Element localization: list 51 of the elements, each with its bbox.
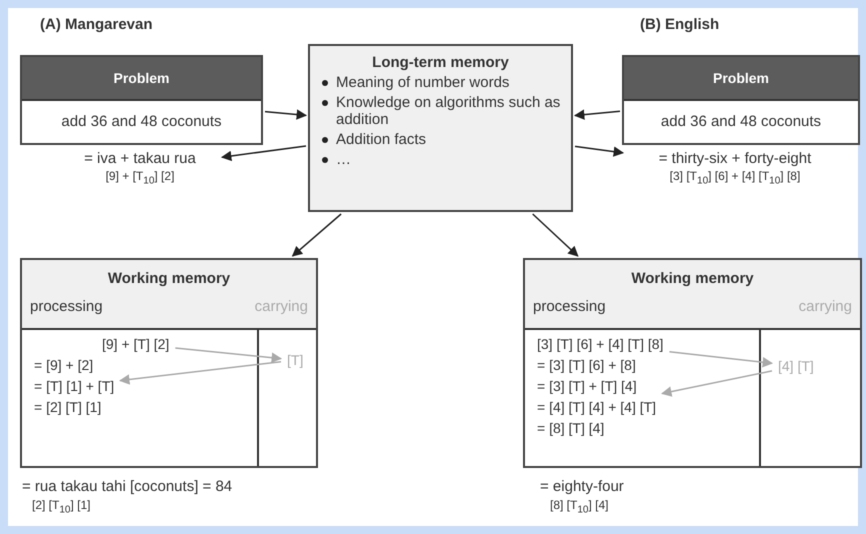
calculation-line: = [9] + [2] [34,357,94,373]
panel-title: Working memory [106,270,232,287]
calculation-line: = [2] [T] [1] [34,399,102,415]
calculation-line: = [8] [T] [4] [537,420,604,436]
column-heading: processing [30,298,103,315]
column-heading: carrying [254,298,308,315]
calculation-line: = [3] [T] [6] + [8] [537,357,636,373]
arrow [574,109,620,120]
carried-digit: [4] [T] [778,358,814,374]
expression-text: = iva + takau rua [83,150,197,167]
expression-text: = eighty-four [540,478,624,495]
panel-heading: (B) English [640,16,720,33]
bullet-item: Addition facts [320,131,561,148]
expression-text: = thirty-six + forty-eight [658,150,812,167]
card-header: Problem [22,57,261,99]
arrow [264,109,308,120]
problem-text: add 36 and 48 coconuts [624,99,858,143]
notation-text: [2] [T$_{10}$] [1] [32,498,90,516]
arrow [220,145,306,162]
arrow [532,213,579,257]
problem-text: add 36 and 48 coconuts [22,99,261,143]
calculation-line: = [4] [T] [4] + [4] [T] [537,399,656,415]
memory-panel [523,258,862,468]
bullet-item: Meaning of number words [320,74,561,91]
column-heading: processing [533,298,606,315]
arrow [175,347,282,363]
bullet-item: Knowledge on algorithms such as addition [320,94,561,128]
bullet-item: … [320,151,561,168]
arrow [292,213,342,257]
calculation-line: = [3] [T] + [T] [4] [537,378,637,394]
arrow [669,351,774,368]
calculation-line: [3] [T] [6] + [4] [T] [8] [537,336,664,352]
memory-panel [20,258,318,468]
panel-title: Working memory [630,270,755,287]
notation-text: [3] [T$_{10}$] [6] + [4] [T$_{10}$] [8] [668,169,802,186]
expression-text: = rua takau tahi [coconuts] = 84 [22,478,232,495]
arrow [574,146,624,157]
calculation-line: = [T] [1] + [T] [34,378,114,394]
problem-card [20,55,263,145]
panel-heading: (A) Mangarevan [40,16,153,33]
arrow [661,370,772,397]
card-header: Problem [624,57,858,99]
notation-text: [9] + [T$_{10}$] [2] [104,169,176,186]
carried-digit: [T] [287,352,304,368]
problem-card [622,55,860,145]
memory-box [308,44,573,212]
box-title: Long-term memory [371,54,510,71]
notation-text: [8] [T$_{10}$] [4] [550,498,608,516]
column-heading: carrying [798,298,852,315]
arrow [119,360,282,385]
calculation-line: [9] + [T] [2] [102,336,170,352]
